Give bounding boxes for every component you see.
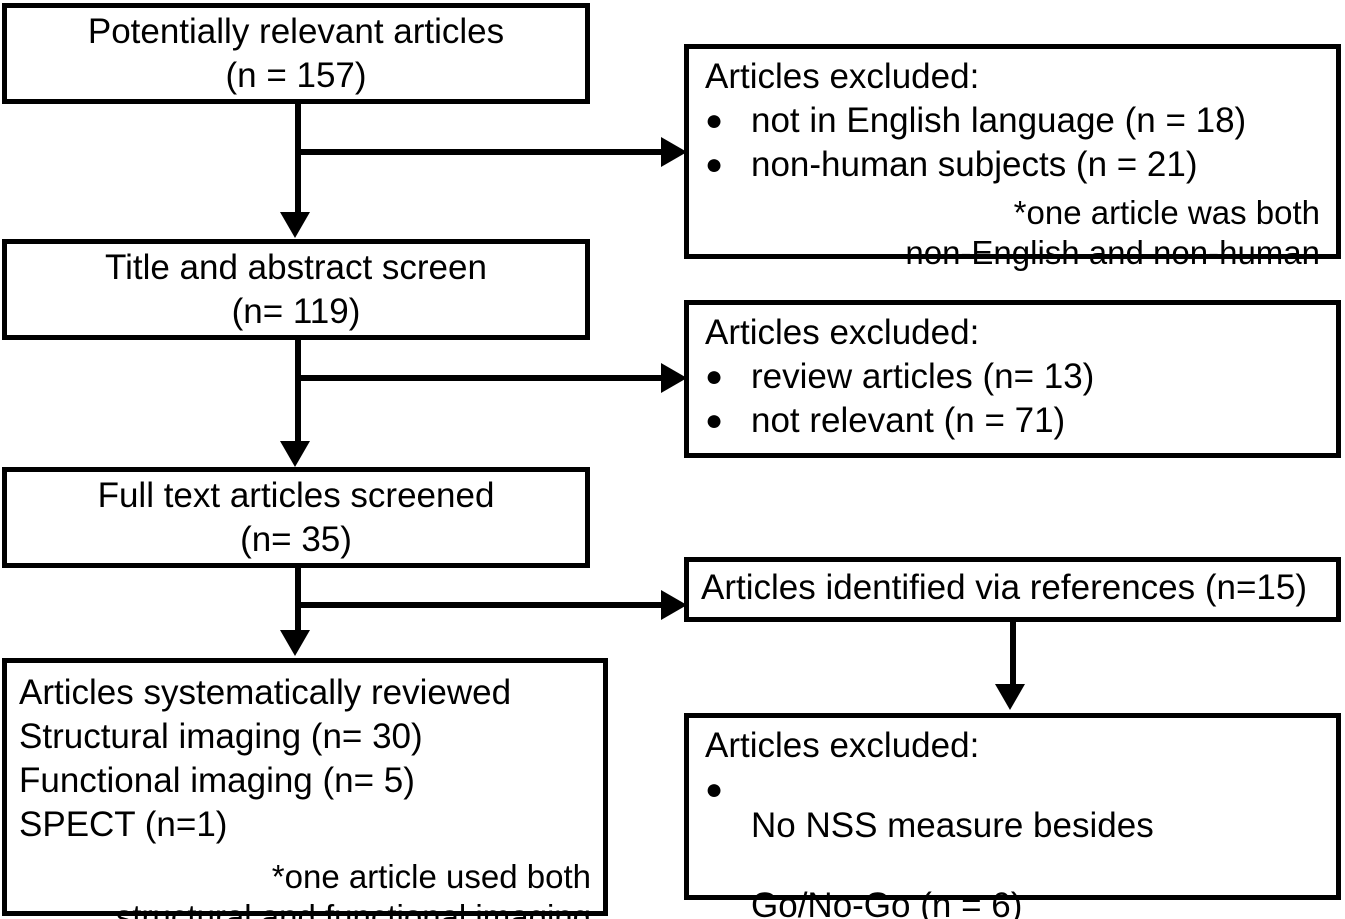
node-line: SPECT (n=1) [19,805,228,844]
connector-branch-3 [295,602,665,608]
node-articles-excluded-1: Articles excluded: ● not in English lang… [684,44,1341,271]
connector-vertical-references [1010,622,1016,686]
node-full-text-articles-screened: Full text articles screened (n= 35) [2,467,590,568]
bullet-label: review articles (n= 13) [751,357,1095,396]
arrow-head-right-3 [661,590,687,620]
node-heading: Articles excluded: [705,57,980,96]
bullet-label-group: No NSS measure besides Go/No-Go (n = 6) [751,768,1154,919]
bullet-item: ● review articles (n= 13) [705,355,1094,399]
node-footnote-line: structural and functional imaging [115,898,591,919]
node-line: Title and abstract screen [105,247,487,287]
node-footnote-line: *one article used both [271,858,591,895]
node-line: (n = 157) [225,55,367,95]
bullet-dot-icon: ● [705,148,724,181]
arrow-head-down-3 [280,630,310,656]
connector-vertical-3 [295,568,301,632]
bullet-dot-icon: ● [705,404,724,437]
node-line: (n= 35) [240,519,352,559]
connector-vertical-1 [295,104,301,214]
bullet-label: No NSS measure besides [751,806,1154,845]
node-footnote-line: non-English and non-human [905,234,1320,271]
bullet-label-continued: Go/No-Go (n = 6) [751,886,1023,919]
node-line: Potentially relevant articles [87,11,505,51]
bullet-item: ● non-human subjects (n = 21) [705,143,1198,187]
node-title-and-abstract-screen: Title and abstract screen (n= 119) [2,239,590,340]
node-heading: Articles excluded: [705,313,980,352]
node-line: Structural imaging (n= 30) [19,717,423,756]
node-articles-systematically-reviewed: Articles systematically reviewed Structu… [2,658,608,919]
arrow-head-down-references [995,684,1025,710]
node-line: Articles identified via references (n=15… [701,568,1307,607]
connector-branch-2 [295,375,665,381]
bullet-item: ● No NSS measure besides Go/No-Go (n = 6… [705,768,1154,919]
bullet-label: not in English language (n = 18) [751,101,1247,140]
bullet-item: ● not in English language (n = 18) [705,99,1246,143]
bullet-dot-icon: ● [705,360,724,393]
node-line: Full text articles screened [97,475,495,515]
node-line: Functional imaging (n= 5) [19,761,415,800]
bullet-dot-icon: ● [705,104,724,137]
bullet-item: ● not relevant (n = 71) [705,399,1065,443]
bullet-dot-icon: ● [705,773,724,806]
connector-vertical-2 [295,340,301,450]
node-articles-excluded-2: Articles excluded: ● review articles (n=… [684,300,1341,458]
node-line: Articles systematically reviewed [19,673,512,712]
bullet-label: non-human subjects (n = 21) [751,145,1198,184]
node-line: (n= 119) [231,291,361,331]
node-potentially-relevant-articles: Potentially relevant articles (n = 157) [2,3,590,104]
node-heading: Articles excluded: [705,726,980,765]
node-articles-excluded-3: Articles excluded: ● No NSS measure besi… [684,713,1341,919]
bullet-label: not relevant (n = 71) [751,401,1066,440]
connector-branch-1 [295,149,665,155]
arrow-head-down-2 [280,441,310,467]
node-articles-identified-via-references: Articles identified via references (n=15… [684,557,1341,622]
arrow-head-right-2 [661,363,687,393]
arrow-head-right-1 [661,137,687,167]
node-footnote-line: *one article was both [1013,194,1320,231]
arrow-head-down-1 [280,212,310,238]
